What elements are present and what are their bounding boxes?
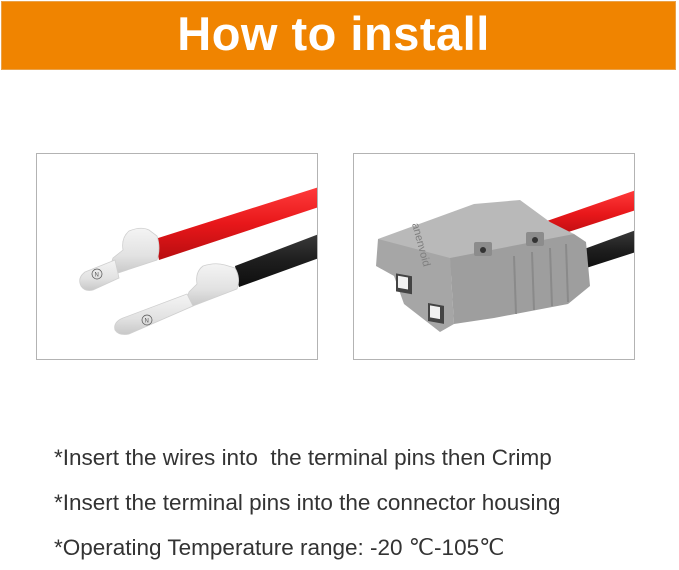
- title-banner: How to install: [1, 1, 676, 70]
- crimped-wires-illustration: N N: [79, 187, 317, 335]
- instruction-insert-housing: *Insert the terminal pins into the conne…: [54, 490, 561, 515]
- black-wire: [576, 230, 634, 270]
- instruction-temperature-range: *Operating Temperature range: -20 ℃-105℃: [54, 535, 505, 560]
- red-wire: [544, 190, 634, 238]
- connector-housing-image: anenvoid: [353, 153, 635, 360]
- black-wire: [235, 234, 317, 287]
- pin-mark: N: [95, 273, 99, 279]
- instruction-crimp: *Insert the wires into the terminal pins…: [54, 445, 552, 470]
- connector-housing: anenvoid: [376, 200, 590, 332]
- terminal-pin-lower: N: [114, 263, 239, 335]
- banner-title: How to install: [177, 7, 490, 60]
- connector-illustration: anenvoid: [376, 190, 634, 332]
- red-wire: [155, 187, 317, 260]
- terminal-pin-upper: N: [79, 227, 160, 291]
- terminal-pins-image: N N: [36, 153, 318, 360]
- pin-mark: N: [145, 319, 149, 325]
